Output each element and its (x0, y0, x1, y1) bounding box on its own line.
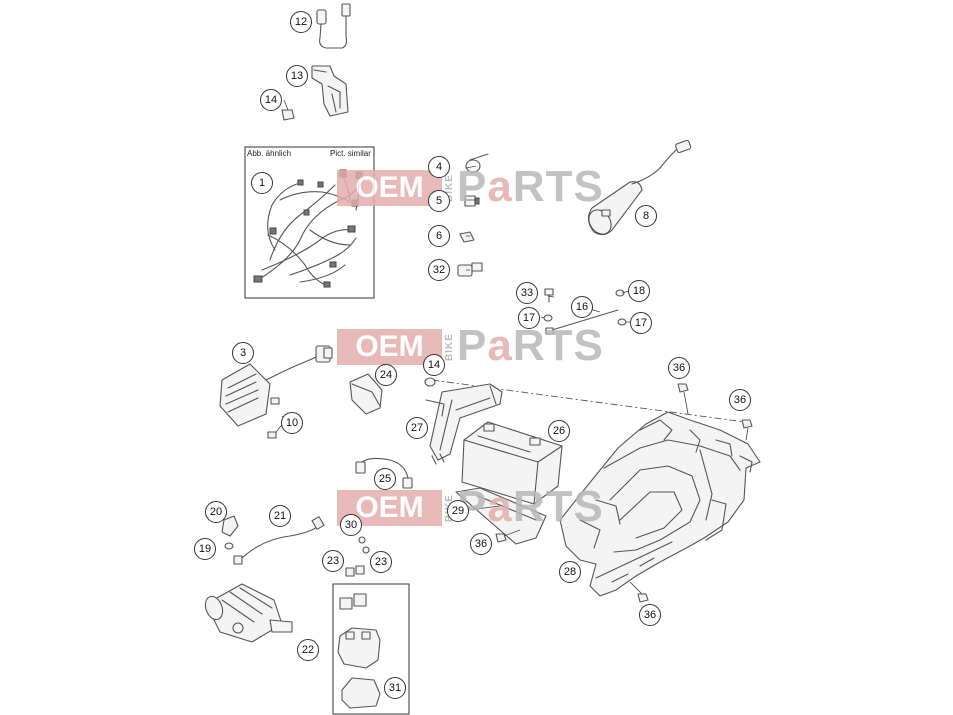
callout-28: 28 (559, 561, 581, 583)
cap-24 (349, 373, 383, 415)
callout-13: 13 (286, 65, 308, 87)
callout-26: 26 (548, 420, 570, 442)
nut-19 (224, 542, 234, 550)
callout-12: 12 (290, 11, 312, 33)
callout-23b: 23 (370, 551, 392, 573)
watermark-parts: PaRTS (457, 162, 604, 211)
terminals-23 (345, 565, 365, 577)
ignition-coil-8 (587, 139, 692, 236)
clip-6 (459, 231, 475, 243)
callout-25: 25 (374, 468, 396, 490)
callout-17a: 17 (518, 307, 540, 329)
callout-30: 30 (340, 514, 362, 536)
callout-14b: 14 (423, 354, 445, 376)
harness-box (244, 146, 375, 299)
box-label-right: Pict. similar (330, 148, 371, 159)
battery-holder-27 (425, 383, 503, 465)
callout-23a: 23 (322, 550, 344, 572)
callout-27: 27 (406, 417, 428, 439)
cable-25 (355, 457, 413, 489)
bolt-14b (424, 377, 436, 387)
callout-14: 14 (260, 89, 282, 111)
connector-32 (457, 262, 483, 277)
callout-8: 8 (635, 205, 657, 227)
callout-4: 4 (428, 156, 450, 178)
callout-16: 16 (571, 296, 593, 318)
watermark-1: OEM BIKE PaRTS (337, 164, 627, 210)
battery-26 (461, 421, 563, 505)
starter-motor (204, 583, 293, 643)
callout-1: 1 (251, 172, 273, 194)
screw-30 (358, 536, 370, 554)
regulator-3 (219, 345, 333, 427)
watermark-3: OEM BIKE PaRTS (337, 484, 627, 530)
connector-5 (464, 195, 480, 207)
watermark-bike: BIKE (444, 333, 455, 361)
callout-18: 18 (628, 280, 650, 302)
watermark-parts: PaRTS (457, 321, 604, 370)
airbox-28 (559, 411, 761, 597)
callout-10: 10 (281, 412, 303, 434)
callout-31: 31 (384, 677, 406, 699)
cable-21 (233, 516, 325, 565)
bolt-14a (281, 99, 295, 121)
callout-5: 5 (428, 190, 450, 212)
callout-36b: 36 (729, 389, 751, 411)
watermark-oem: OEM (337, 170, 442, 206)
bracket-13 (311, 65, 349, 117)
relay-22 (337, 593, 381, 669)
callout-36c: 36 (470, 533, 492, 555)
callout-6: 6 (428, 225, 450, 247)
callout-3: 3 (232, 342, 254, 364)
bolt-33 (544, 288, 554, 303)
boot-20 (221, 515, 239, 537)
box-label-left: Abb. ähnlich (247, 148, 292, 159)
watermark-2: OEM BIKE PaRTS (337, 323, 627, 369)
cover-31 (341, 677, 381, 709)
sensor-12 (316, 3, 351, 49)
bolts-36 (495, 383, 753, 603)
callout-36a: 36 (668, 357, 690, 379)
nut-18 (615, 289, 625, 297)
callout-32: 32 (428, 259, 450, 281)
relay-box (332, 583, 410, 715)
watermark-parts: PaRTS (457, 482, 604, 531)
clip-4 (465, 153, 489, 173)
rod-16 (545, 309, 619, 335)
callout-21: 21 (269, 505, 291, 527)
washer-17b (617, 318, 627, 326)
callout-33: 33 (516, 282, 538, 304)
callout-19: 19 (194, 538, 216, 560)
callout-20: 20 (205, 501, 227, 523)
callout-36d: 36 (639, 604, 661, 626)
callout-17b: 17 (630, 312, 652, 334)
bolts-10 (267, 397, 280, 439)
callout-29: 29 (447, 500, 469, 522)
callout-22: 22 (297, 639, 319, 661)
callout-24: 24 (375, 364, 397, 386)
